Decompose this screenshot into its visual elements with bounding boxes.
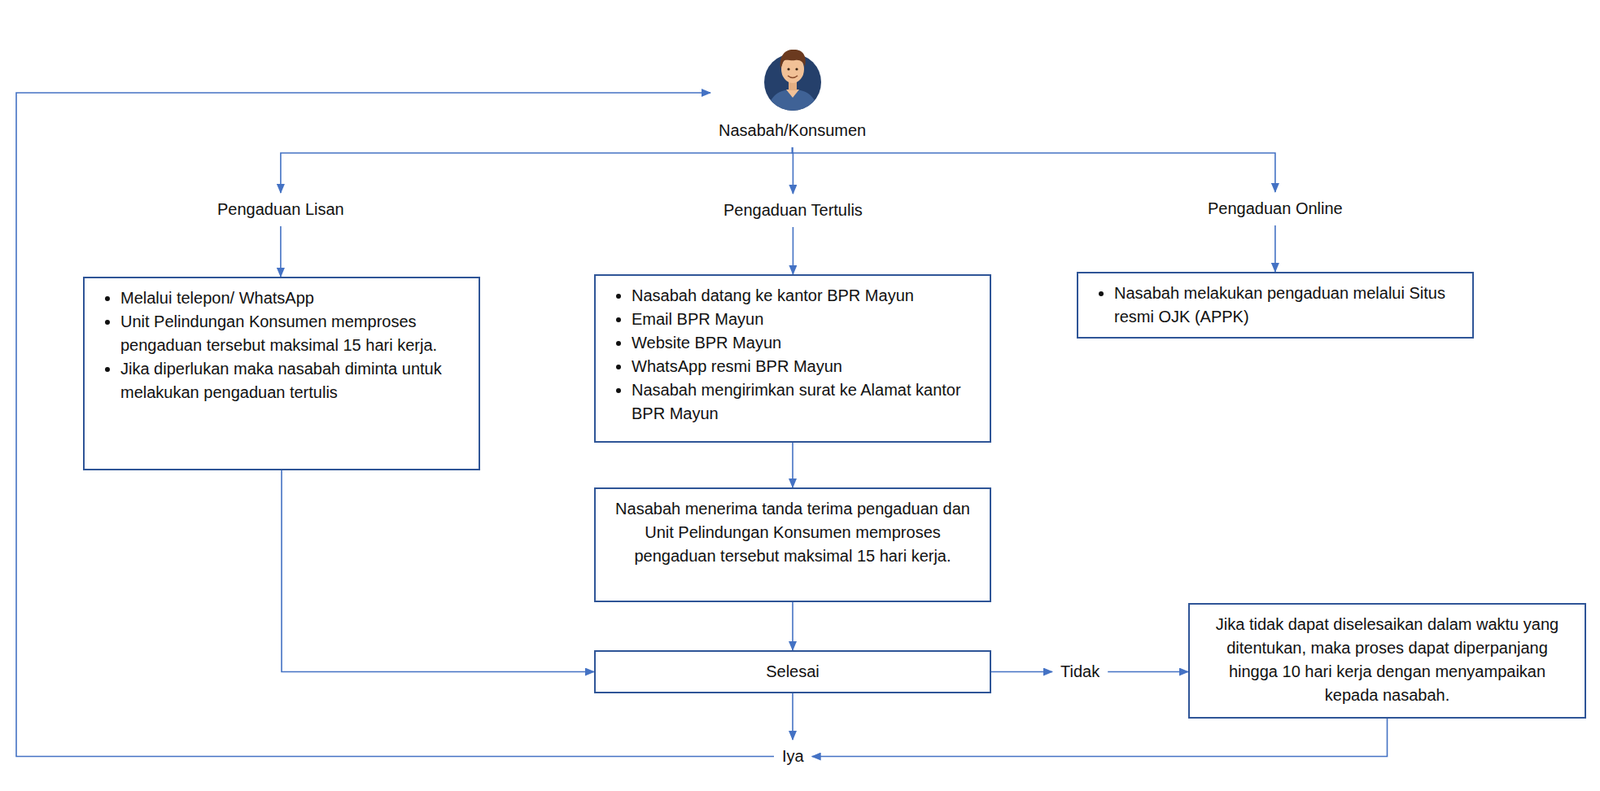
- branch-label: Iya: [777, 743, 809, 770]
- process-box: Jika tidak dapat diselesaikan dalam wakt…: [1188, 603, 1587, 719]
- flow-connector: [281, 470, 595, 673]
- bullet-text: Email BPR Mayun: [631, 307, 979, 332]
- node-text: Pengaduan Online: [1207, 196, 1343, 221]
- status-box: Selesai: [594, 650, 992, 694]
- node-text: Pengaduan Lisan: [217, 197, 345, 222]
- icon-eye: [795, 67, 798, 70]
- node-text: Nasabah/Konsumen: [718, 118, 866, 143]
- icon-shirt: [767, 89, 818, 111]
- flow-connector: [991, 671, 1053, 674]
- channel-label: Pengaduan Lisan: [212, 196, 350, 223]
- bullet-text: Unit Pelindungan Konsumen memproses peng…: [120, 310, 468, 358]
- flow-connector: [791, 693, 794, 740]
- actor-node: Nasabah/Konsumen: [713, 39, 871, 145]
- flow-connector: [1274, 225, 1277, 272]
- node-text: Tidak: [1060, 660, 1100, 684]
- process-box: Nasabah menerima tanda terima pengaduan …: [594, 487, 992, 603]
- icon-eye: [786, 67, 790, 70]
- flow-connector: [280, 147, 793, 193]
- icon-hair: [780, 49, 806, 69]
- channel-label: Pengaduan Online: [1202, 195, 1348, 223]
- flow-connector: [791, 147, 794, 194]
- flow-connector: [279, 226, 282, 277]
- bullet-text: WhatsApp resmi BPR Mayun: [631, 354, 979, 379]
- node-text: Nasabah menerima tanda terima pengaduan …: [612, 497, 974, 569]
- bullet-text: Jika diperlukan maka nasabah diminta unt…: [120, 357, 468, 405]
- flow-connector: [812, 718, 1388, 757]
- bullet-text: Nasabah melakukan pengaduan melalui Situ…: [1114, 281, 1461, 329]
- flow-connector: [792, 147, 1276, 193]
- icon-body-group: [767, 89, 818, 111]
- bullet-list: Nasabah datang ke kantor BPR MayunEmail …: [607, 284, 979, 426]
- flow-connector: [1107, 671, 1189, 674]
- node-text: Jika tidak dapat diselesaikan dalam wakt…: [1206, 612, 1569, 708]
- icon-smile: [787, 75, 798, 79]
- process-box: Nasabah melakukan pengaduan melalui Situ…: [1076, 271, 1474, 339]
- channel-label: Pengaduan Tertulis: [718, 196, 868, 224]
- flow-connector: [791, 442, 794, 488]
- bullet-text: Website BPR Mayun: [631, 331, 979, 355]
- process-box: Melalui telepon/ WhatsAppUnit Pelindunga…: [83, 276, 481, 471]
- bullet-text: Nasabah mengirimkan surat ke Alamat kant…: [631, 378, 979, 426]
- process-box: Nasabah datang ke kantor BPR MayunEmail …: [594, 274, 992, 443]
- node-text: Iya: [782, 744, 805, 769]
- node-text: Selesai: [612, 660, 974, 684]
- bullet-text: Melalui telepon/ WhatsApp: [120, 286, 468, 311]
- icon-collar: [786, 89, 800, 98]
- branch-label: Tidak: [1055, 658, 1105, 686]
- flow-connector: [792, 227, 795, 275]
- bullet-list: Melalui telepon/ WhatsAppUnit Pelindunga…: [96, 286, 468, 405]
- bullet-text: Nasabah datang ke kantor BPR Mayun: [631, 284, 979, 308]
- person-icon: [764, 39, 822, 111]
- bullet-list: Nasabah melakukan pengaduan melalui Situ…: [1089, 281, 1461, 329]
- node-text: Pengaduan Tertulis: [723, 198, 863, 223]
- flow-connector: [791, 602, 794, 651]
